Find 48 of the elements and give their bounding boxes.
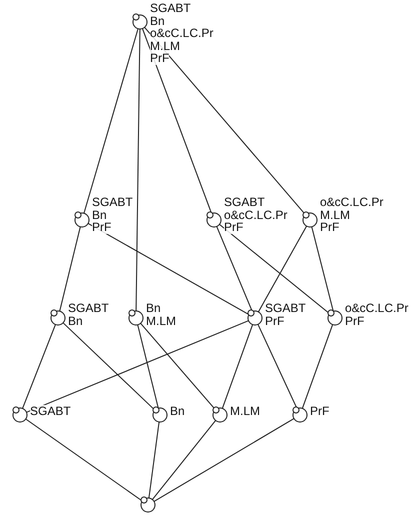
attribute-label: SGABT (30, 405, 71, 418)
attribute-label: Bn (92, 208, 107, 221)
attribute-label: Bn (146, 302, 161, 314)
attribute-label: SGABT (68, 302, 109, 314)
attribute-label: PrF (265, 314, 284, 327)
attribute-label: PrF (310, 405, 330, 418)
attribute-label: M.LM (230, 405, 260, 418)
lattice-line (62, 322, 156, 411)
lattice-line (258, 226, 308, 312)
lattice-line (136, 28, 140, 312)
lattice-line (140, 322, 216, 410)
lattice-line (218, 224, 330, 314)
lattice-line (142, 28, 212, 214)
attribute-label: Bn (68, 314, 83, 327)
lattice-line (22, 324, 56, 409)
attribute-label: SGABT (224, 196, 265, 208)
attribute-label: o&cC.LC.Pr (345, 302, 408, 314)
lattice-line (152, 420, 216, 500)
lattice-line (216, 226, 253, 312)
lattice-line (88, 222, 250, 316)
lattice-line (83, 28, 139, 214)
lattice-line (311, 226, 334, 312)
attribute-label: PrF (345, 314, 364, 327)
attribute-label: PrF (320, 221, 340, 234)
attribute-label: PrF (224, 221, 244, 234)
attribute-label: o&cC.LC.Pr (224, 208, 288, 221)
attribute-label: Bn (150, 14, 165, 27)
lattice-line (154, 418, 294, 502)
lattice-line (137, 324, 159, 409)
attribute-label: M.LM (150, 40, 180, 52)
attribute-label: M.LM (320, 208, 350, 221)
attribute-label: Bn (170, 405, 185, 418)
attribute-label: o&cC.LC.Pr (320, 196, 384, 208)
lattice-line (148, 421, 160, 499)
attribute-label: PrF (92, 221, 112, 234)
lattice-line (59, 226, 81, 312)
attribute-label: M.LM (146, 314, 176, 327)
lattice-line (222, 324, 254, 409)
lattice-line (302, 324, 334, 409)
lattice-line (144, 26, 306, 216)
lattice-line (25, 418, 143, 502)
lattice-line (257, 324, 298, 410)
attribute-label: SGABT (150, 2, 191, 14)
lattice-line (26, 320, 250, 413)
attribute-label: PrF (150, 52, 170, 64)
attribute-label: o&cC.LC.Pr (150, 27, 214, 40)
attribute-label: SGABT (265, 302, 306, 314)
attribute-label: SGABT (92, 196, 133, 208)
